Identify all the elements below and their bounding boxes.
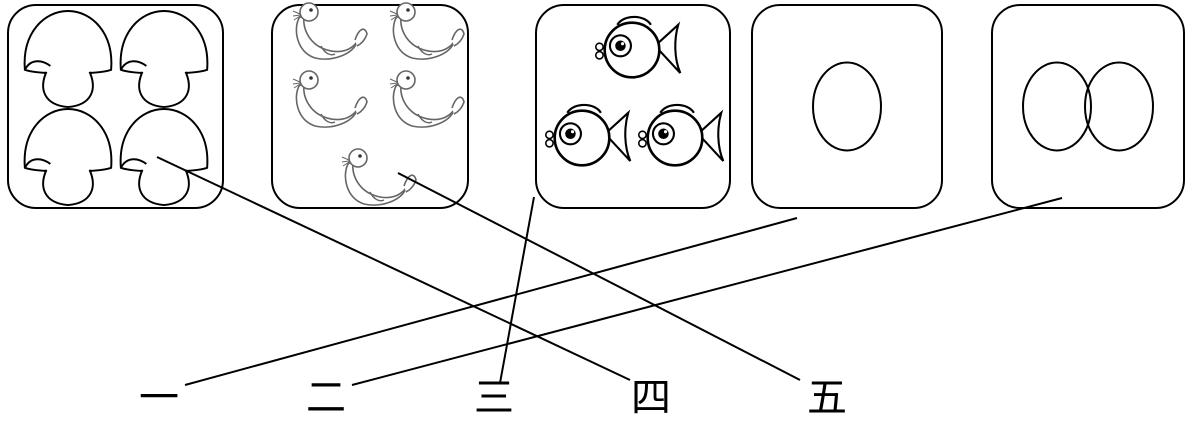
label-five: 五 [807,375,847,421]
connection-line-mushrooms-to-four [156,156,631,381]
fish-icon [544,103,632,167]
seal-icon [389,2,465,60]
mushroom-icon [119,108,209,207]
seal-icon [389,70,465,128]
picture-card-one-circle [751,4,943,209]
label-four: 四 [631,375,671,421]
connection-line-seals-to-five [397,172,801,381]
fish-icon [594,15,682,79]
fish-icon [637,103,725,167]
mushroom-icon [23,108,113,207]
card-frame [751,4,943,209]
connection-line-two-circles-to-two [351,197,1063,386]
seal-icon [341,148,417,206]
label-two: 二 [306,375,346,421]
picture-card-two-circles [991,4,1185,209]
seal-icon [292,2,368,60]
connection-lines [156,156,1063,386]
label-three: 三 [474,375,514,421]
circle-icon [812,61,882,152]
connection-line-one-circle-to-one [184,217,798,386]
circle-icon [1084,61,1154,152]
mushroom-icon [23,10,113,109]
label-one: 一 [139,375,179,421]
seal-icon [292,70,368,128]
connection-line-fish-to-three [499,196,535,384]
card-frame [991,4,1185,209]
circle-icon [1022,61,1092,152]
picture-card-seals [271,2,469,209]
picture-card-fish [535,4,731,209]
mushroom-icon [119,10,209,109]
picture-card-mushrooms [7,4,224,209]
picture-cards [7,2,1185,209]
